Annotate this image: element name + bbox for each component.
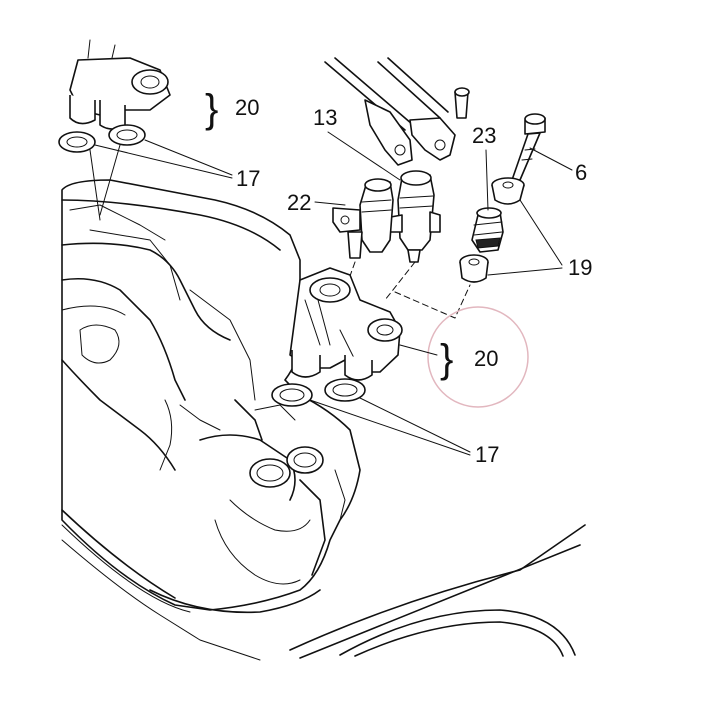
leader-17-top [94,139,233,179]
leader-23 [485,149,489,211]
label-6: 6 [575,160,587,185]
leader-13 [327,131,401,181]
label-20-top: 20 [235,95,259,120]
label-23: 23 [472,123,496,148]
label-17-top: 17 [236,166,260,191]
leader-20-circled [399,344,438,356]
brace-circled-20: } [440,337,453,381]
label-17-bottom: 17 [475,442,499,467]
label-22: 22 [287,190,311,215]
label-13: 13 [313,105,337,130]
brace-top-left: } [205,87,218,131]
highlight-circle-20 [427,306,529,408]
seals-17 [271,378,366,407]
leader-19 [487,199,563,276]
leader-17-bottom [309,397,471,456]
label-19: 19 [568,255,592,280]
injector-22 [332,178,394,259]
injector-body-20 [289,267,403,381]
grommets-19 [459,177,525,283]
screw-6 [511,113,546,181]
leader-6 [529,147,573,171]
top-left-injector-assembly [58,39,171,221]
injector-13 [384,170,441,263]
leader-22 [314,201,346,206]
lower-cover [289,524,586,659]
fuel-rail [324,57,470,166]
manifold-body [61,179,361,661]
label-20-circled: 20 [474,346,498,371]
sensor-23 [471,207,504,253]
